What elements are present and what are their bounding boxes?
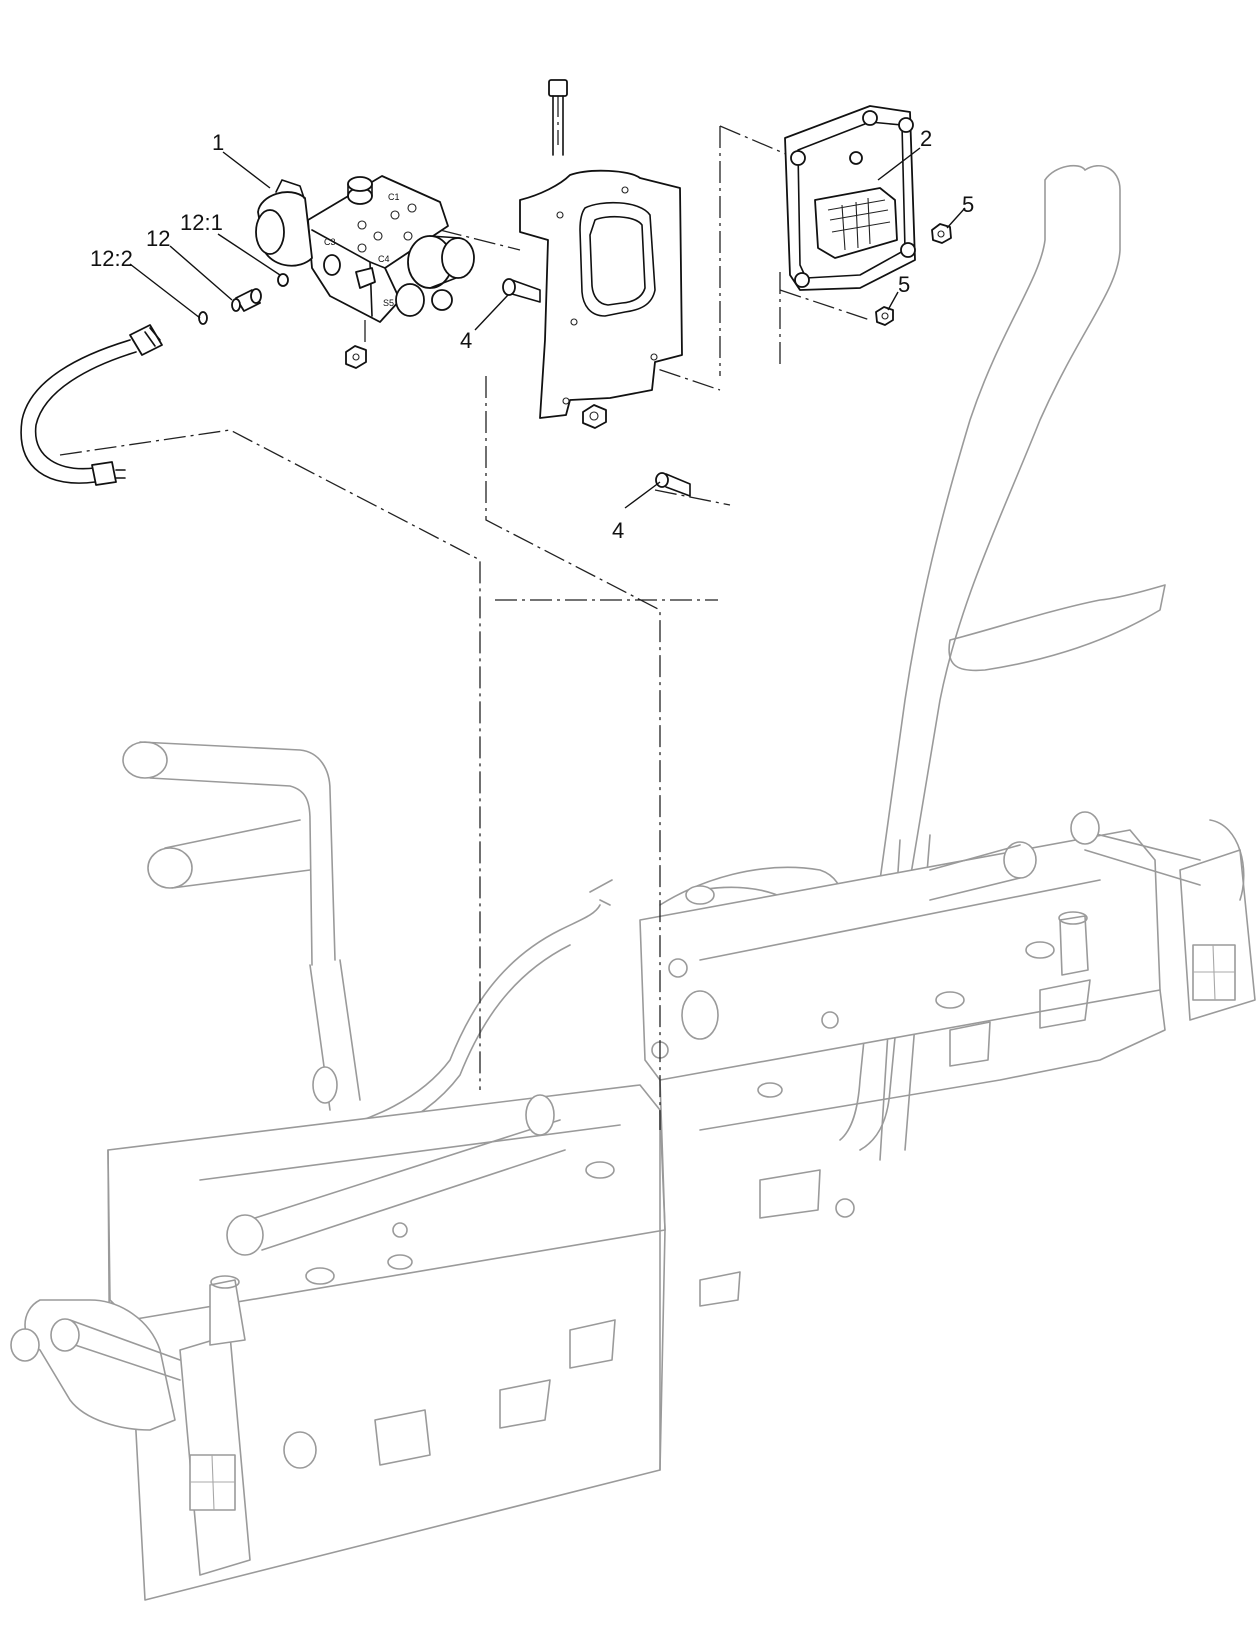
bolt-4-lower bbox=[655, 472, 691, 497]
port-label-s5: S5 bbox=[383, 298, 394, 308]
controller-module bbox=[784, 105, 916, 291]
ghosted-machine-frame bbox=[10, 164, 1256, 1601]
main-frame-rail bbox=[107, 829, 1166, 1601]
port-label-c1: C1 bbox=[388, 192, 400, 202]
valve-block: C3 C4 C1 S5 bbox=[255, 175, 475, 369]
bolt-4-upper bbox=[502, 278, 541, 303]
hydraulic-hose bbox=[20, 324, 163, 486]
axle-bracket-right bbox=[1058, 811, 1256, 1021]
o-ring-12-2 bbox=[198, 311, 208, 325]
nut-5-upper bbox=[931, 223, 952, 244]
callout-labels: 1 2 4 4 5 5 12 12:1 12:2 bbox=[90, 126, 974, 543]
assembly-dash-lines bbox=[59, 95, 871, 1130]
o-ring-12-1 bbox=[277, 273, 289, 287]
steering-cylinder bbox=[226, 841, 1037, 1256]
callout-5-lower: 5 bbox=[898, 272, 910, 297]
callout-12: 12 bbox=[146, 226, 170, 251]
mounting-bracket bbox=[519, 169, 683, 419]
axle-bracket-left bbox=[10, 1275, 251, 1576]
left-handle-bar bbox=[122, 741, 361, 1111]
callout-2: 2 bbox=[920, 126, 932, 151]
callout-5-upper: 5 bbox=[962, 192, 974, 217]
leader-lines bbox=[129, 147, 966, 509]
bracket-bolt-top bbox=[548, 79, 568, 156]
callout-1: 1 bbox=[212, 130, 224, 155]
callout-12-2: 12:2 bbox=[90, 246, 133, 271]
callout-12-1: 12:1 bbox=[180, 210, 223, 235]
port-label-c4: C4 bbox=[378, 254, 390, 264]
fitting-12 bbox=[231, 288, 262, 312]
callout-4-lower: 4 bbox=[612, 518, 624, 543]
bracket-nut bbox=[582, 404, 607, 429]
nut-5-lower bbox=[875, 306, 894, 326]
port-label-c3: C3 bbox=[324, 237, 336, 247]
callout-4-upper: 4 bbox=[460, 328, 472, 353]
